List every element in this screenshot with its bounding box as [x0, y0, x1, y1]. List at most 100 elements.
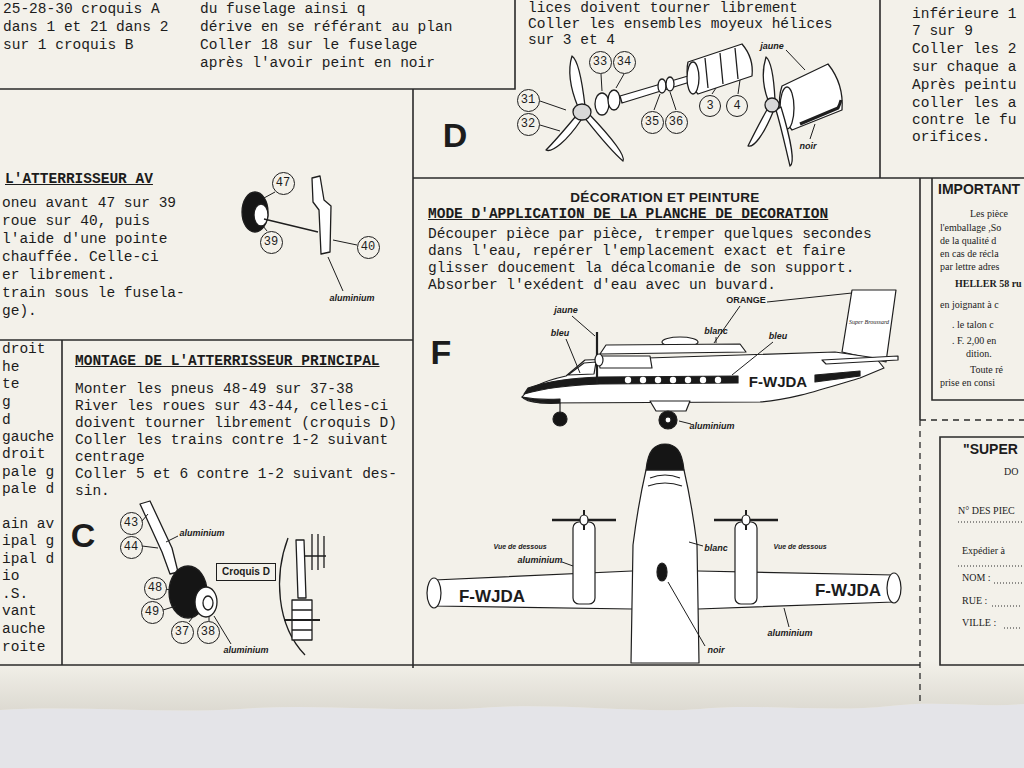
instruction-text: Découper pièce par pièce, tremper quelqu…	[428, 226, 876, 294]
instruction-text: en cas de récla	[940, 248, 999, 260]
instruction-panel: 434448493738Croquis DMONTAGE DE L'ATTERR…	[62, 340, 413, 665]
callout-number: 38	[201, 625, 215, 639]
instruction-text: DO	[1004, 466, 1018, 478]
instruction-text: vant	[2, 603, 37, 620]
instruction-text: chauffée. Celle-ci	[2, 249, 159, 266]
color-note: blanc	[704, 327, 728, 336]
section-heading: "SUPER	[963, 441, 1018, 457]
callout-number: 49	[145, 605, 159, 619]
section-heading: MONTAGE DE L'ATTERRISSEUR PRINCIPAL	[75, 353, 380, 370]
color-note: blanc	[704, 544, 728, 553]
instruction-text: l'aide d'une pointe	[2, 231, 167, 248]
instruction-text: du fuselage ainsi q	[200, 0, 365, 18]
sketch-tag: Croquis D	[216, 563, 276, 581]
instruction-text: Toute ré	[970, 364, 1003, 376]
instruction-text: droit	[2, 341, 46, 358]
color-note: ORANGE	[726, 296, 766, 305]
instruction-text: auche	[2, 621, 46, 638]
instruction-text: g	[2, 394, 11, 411]
callout-circle: 32	[517, 113, 540, 136]
instruction-text: Les pièce	[970, 208, 1008, 220]
color-note: aluminium	[767, 629, 812, 638]
instruction-text: prise en consi	[940, 377, 995, 389]
callout-circle: 47	[272, 172, 295, 195]
callout-number: 43	[124, 516, 138, 530]
view-note: Vue de dessous	[493, 543, 546, 550]
instruction-text: contre le fu	[912, 112, 1016, 129]
instruction-text: Expédier à	[962, 545, 1005, 557]
callout-circle: 34	[613, 51, 636, 74]
instruction-text: 25-28-30 croquis A dans 1 et 21 dans 2 s…	[3, 0, 173, 54]
color-note: aluminium	[223, 646, 268, 655]
color-note: aluminium	[329, 294, 374, 303]
instruction-text: River les roues sur 43-44, celles-ci doi…	[75, 398, 401, 432]
instruction-text: .S.	[2, 586, 28, 603]
callout-circle: 4	[726, 95, 748, 117]
instruction-panel: 25-28-30 croquis A dans 1 et 21 dans 2 s…	[0, 0, 515, 89]
registration-mark: F-WJDA	[749, 374, 807, 389]
instruction-text: HELLER 58 ru	[955, 278, 1022, 290]
instruction-text: io	[2, 568, 19, 585]
instruction-text: Coller 18 sur le fuselage après l'avoir …	[200, 36, 457, 72]
instruction-text: . le talon c	[952, 319, 994, 331]
callout-number: 34	[617, 55, 631, 69]
figure-letter: C	[71, 518, 96, 552]
instruction-text: sur chaque a	[912, 59, 1016, 76]
instruction-text: par lettre adres	[940, 261, 999, 273]
callout-number: 37	[175, 625, 189, 639]
section-heading: MODE D'APPLICATION DE LA PLANCHE DE DECO…	[428, 206, 828, 223]
instruction-text: 7 sur 9	[912, 23, 973, 40]
instruction-text: Coller les trains contre 1-2 suivant cen…	[75, 432, 401, 466]
instruction-panel: inférieure 17 sur 9Coller les 2sur chaqu…	[880, 0, 1024, 178]
section-heading: IMPORTANT	[938, 181, 1020, 197]
color-note: noir	[708, 646, 725, 655]
color-note: jaune	[554, 306, 578, 315]
instruction-text: dérive en se référant au plan	[200, 18, 452, 36]
instruction-text: dition.	[966, 348, 992, 360]
instruction-text: coller les a	[912, 95, 1016, 112]
instruction-text: Coller les 2	[912, 41, 1016, 58]
callout-number: 4	[733, 99, 740, 113]
callout-circle: 43	[120, 512, 143, 535]
instruction-text: Coller 5 et 6 contre 1-2 suivant des- si…	[75, 466, 401, 500]
callout-circle: 38	[197, 621, 220, 644]
instruction-text: er librement.	[2, 267, 115, 284]
instruction-text: oneu avant 47 sur 39	[2, 195, 176, 212]
color-note: aluminium	[689, 422, 734, 431]
section-heading: L'ATTERRISSEUR AV	[5, 171, 153, 188]
callout-circle: 40	[357, 236, 380, 259]
callout-number: 35	[645, 115, 659, 129]
instruction-text: VILLE :	[962, 617, 996, 629]
callout-number: 32	[521, 117, 535, 131]
color-note: aluminium	[517, 556, 562, 565]
callout-circle: 33	[589, 51, 612, 74]
section-heading: DÉCORATION ET PEINTURE	[570, 190, 759, 206]
callout-circle: 36	[665, 111, 688, 134]
instruction-text: l'emballage ,So	[940, 222, 1001, 234]
callout-circle: 35	[641, 111, 664, 134]
callout-number: 48	[148, 581, 162, 595]
color-note: noir	[800, 142, 817, 151]
instruction-text: . F. 2,00 en	[952, 335, 996, 347]
instruction-text: Après peintu	[912, 77, 1016, 94]
callout-number: 39	[264, 235, 278, 249]
instruction-text: Monter les pneus 48-49 sur 37-38	[75, 381, 353, 398]
color-note: bleu	[769, 332, 788, 341]
view-note: Vue de dessous	[773, 543, 826, 550]
color-note: bleu	[551, 329, 570, 338]
color-note: jaune	[760, 42, 784, 51]
registration-mark: F-WJDA	[459, 588, 525, 605]
callout-circle: 31	[517, 89, 540, 112]
instruction-text: gauche	[2, 429, 54, 446]
tail-marking: Super Broussard	[849, 319, 889, 325]
instruction-text: N° DES PIEC	[958, 505, 1015, 517]
callout-circle: 49	[141, 601, 164, 624]
instruction-text: pale d	[2, 481, 54, 498]
callout-number: 40	[361, 240, 375, 254]
color-note: aluminium	[179, 529, 224, 538]
instruction-text: orifices.	[912, 129, 990, 146]
instruction-text: te	[2, 376, 19, 393]
callout-circle: 39	[260, 231, 283, 254]
